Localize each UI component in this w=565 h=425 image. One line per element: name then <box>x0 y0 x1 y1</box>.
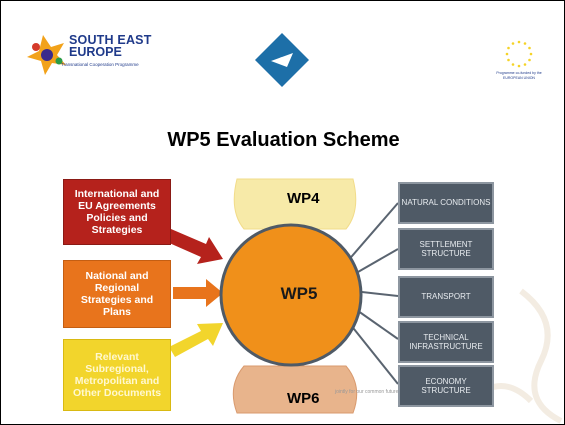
arrow-red <box>167 229 223 264</box>
see-logo-line2: EUROPE <box>69 45 122 59</box>
eu-flag-stars <box>505 40 533 68</box>
right-box-settlement-structure: Settlement Structure <box>398 228 494 270</box>
left-box-subregional: Relevant Subregional, Metropolitan and O… <box>63 339 171 411</box>
see-logo: SOUTH EAST EUROPE Transnational Cooperat… <box>23 29 153 75</box>
right-box-natural-conditions: Natural Conditions <box>398 182 494 224</box>
right-box-economy-structure: Economy Structure <box>398 365 494 407</box>
wp6-shape <box>232 365 358 414</box>
eu-logo: Programme co-funded by the EUROPEAN UNIO… <box>489 35 549 91</box>
arrow-orange <box>173 279 223 307</box>
see-logo-line3: Transnational Cooperation Programme <box>61 62 139 67</box>
right-box-transport: Transport <box>398 276 494 318</box>
wp5-circle <box>219 223 363 367</box>
left-box-international: International and EU Agreements Policies… <box>63 179 171 245</box>
left-box-national: National and Regional Strategies and Pla… <box>63 260 171 328</box>
diamond-logo-icon <box>255 33 309 87</box>
right-box-technical-infrastructure: Technical Infrastructure <box>398 321 494 363</box>
page-title: WP5 Evaluation Scheme <box>167 129 400 151</box>
wp6-label: WP6 <box>287 390 320 407</box>
wp5-label: WP5 <box>280 284 318 303</box>
wp4-shape <box>233 178 357 230</box>
see-logo-line1: SOUTH EAST <box>69 33 152 47</box>
wp4-label: WP4 <box>287 190 320 207</box>
arrow-yellow <box>169 323 223 357</box>
see-logo-icon <box>27 35 66 75</box>
eu-logo-caption: Programme co-funded by the EUROPEAN UNIO… <box>496 71 542 80</box>
eu-flag-icon <box>497 35 541 67</box>
footnote: jointly for our common future <box>335 389 399 395</box>
